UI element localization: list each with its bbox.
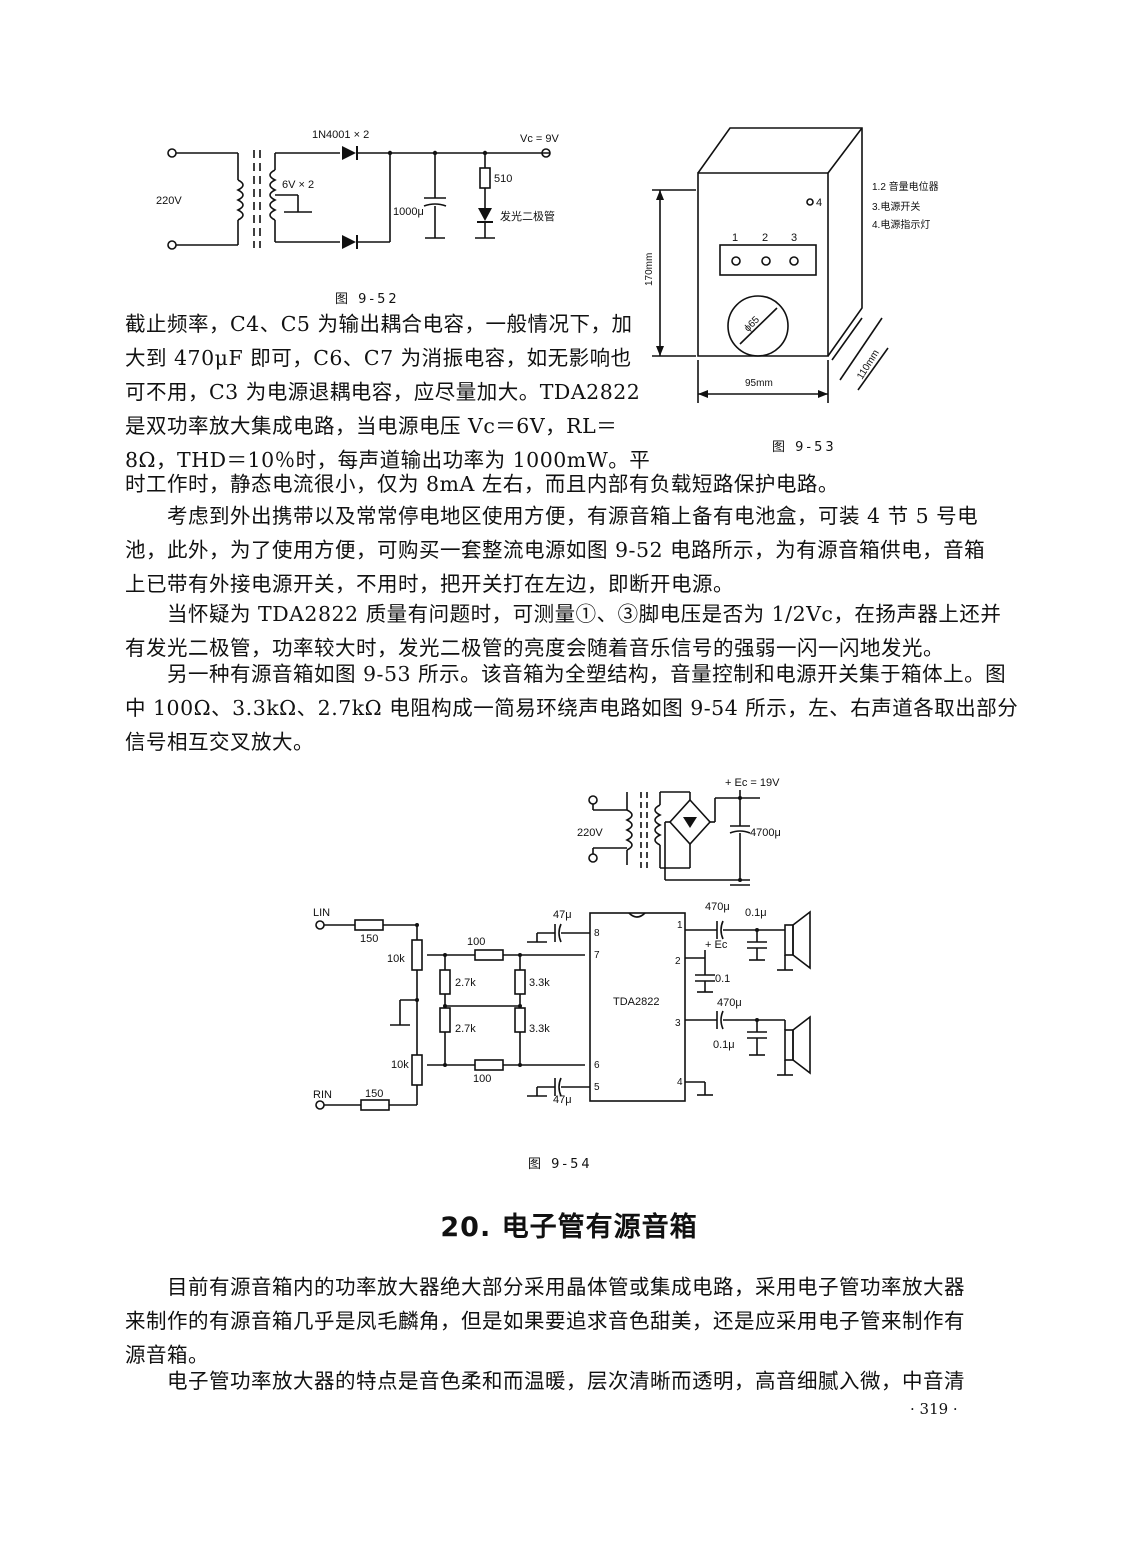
fig53-legend-1: 1.2 音量电位器 [872,180,939,193]
text-line: 是双功率放大集成电路，当电源电压 Vc＝6V，RL＝ [125,414,618,438]
fig53-width-label: 95mm [745,378,773,389]
fig54-filter-cap-label: 4700μ [750,827,781,839]
fig54-c47-bottom: 47μ [553,1094,572,1106]
fig54-chip-label: TDA2822 [613,996,659,1008]
fig54-pin-7: 7 [594,950,600,961]
text-line: 考虑到外出携带以及常常停电地区使用方便，有源音箱上备有电池盒，可装 4 节 5 … [167,504,979,528]
fig54-r150-right: 150 [365,1088,383,1100]
fig54-pot-right: 10k [391,1059,409,1071]
fig54-c47-top: 47μ [553,909,572,921]
fig54-r27-top: 2.7k [455,977,476,989]
fig54-r150-left: 150 [360,933,378,945]
fig54-left-input-label: LIN [313,907,330,919]
fig53-knob1-number: 1 [732,232,738,244]
fig54-r27-bottom: 2.7k [455,1023,476,1035]
figure-9-52-circuit: 220V 1N4001 × 2 Vc = 9V 6V × 2 1000μ 510… [156,129,559,250]
text-line: 可不用，C3 为电源退耦电容，应尽量加大。TDA2822 [125,380,641,404]
text-line: 信号相互交叉放大。 [125,730,314,754]
fig54-r33-bottom: 3.3k [529,1023,550,1035]
figure-9-54-circuit: + Ec = 19V 220V 4700μ LIN RIN 150 150 10… [313,777,811,1111]
fig53-legend-3: 4.电源指示灯 [872,218,930,231]
fig54-pin-6: 6 [594,1060,600,1071]
fig52-capacitor-label: 1000μ [393,206,424,218]
text-line: 池，此外，为了使用方便，可购买一套整流电源如图 9-52 电路所示，为有源音箱供… [125,538,986,562]
paragraph-6: 电子管功率放大器的特点是音色柔和而温暖，层次清晰而透明，高音细腻入微，中音清 [125,1364,1005,1398]
fig52-output-label: Vc = 9V [520,133,559,145]
fig54-pin-8: 8 [594,928,600,939]
fig52-resistor-label: 510 [494,173,512,185]
fig53-indicator-number: 4 [816,197,822,209]
fig54-c470-top: 470μ [705,901,730,913]
fig54-ec-pin2: + Ec [705,939,728,951]
fig54-r33-top: 3.3k [529,977,550,989]
fig52-transformer-label: 6V × 2 [282,179,314,191]
fig53-diameter-label: ϕ65 [742,314,762,334]
text-line: 大到 470μF 即可，C6、C7 为消振电容，如无影响也 [125,346,632,370]
fig53-height-label: 170mm [644,253,655,286]
fig53-legend-2: 3.电源开关 [872,200,920,213]
page-number: · 319 · [910,1400,958,1418]
fig54-r100-top: 100 [467,936,485,948]
paragraph-1-last-line: 时工作时，静态电流很小，仅为 8mA 左右，而且内部有负载短路保护电路。 [125,467,1005,501]
text-line: 上已带有外接电源开关，不用时，把开关打在左边，即断开电源。 [125,572,734,596]
paragraph-3: 当怀疑为 TDA2822 质量有问题时，可测量①、③脚电压是否为 1/2Vc，在… [125,597,1005,665]
figure-9-53-cabinet: 170mm 95mm 110mm ϕ65 1 2 3 4 1.2 音量电位器 3… [644,127,939,403]
figure-9-54-caption: 图 9-54 [528,1157,593,1172]
fig53-knob2-number: 2 [762,232,768,244]
fig54-supply-label: + Ec = 19V [725,777,780,789]
paragraph-5: 目前有源音箱内的功率放大器绝大部分采用晶体管或集成电路，采用电子管功率放大器 来… [125,1270,1005,1372]
text-line: 时工作时，静态电流很小，仅为 8mA 左右，而且内部有负载短路保护电路。 [125,472,839,496]
figure-9-52-caption: 图 9-52 [335,292,400,307]
fig52-led-label: 发光二极管 [500,209,555,223]
text-line: 电子管功率放大器的特点是音色柔和而温暖，层次清晰而透明，高音细腻入微，中音清 [167,1369,965,1393]
fig54-pin-5: 5 [594,1082,600,1093]
paragraph-4: 另一种有源音箱如图 9-53 所示。该音箱为全塑结构，音量控制和电源开关集于箱体… [125,657,1019,759]
fig53-knob3-number: 3 [791,232,797,244]
text-line: 8Ω，THD＝10％时，每声道输出功率为 1000mW。平 [125,448,651,472]
text-line: 另一种有源音箱如图 9-53 所示。该音箱为全塑结构，音量控制和电源开关集于箱体… [167,662,1007,686]
fig52-diode-label: 1N4001 × 2 [312,129,369,141]
fig54-pin-3: 3 [675,1018,681,1029]
fig54-pin-1: 1 [677,920,683,931]
fig54-c01-bottom: 0.1μ [713,1039,735,1051]
figure-9-53-caption: 图 9-53 [772,440,837,455]
text-line: 有发光二极管，功率较大时，发光二极管的亮度会随着音乐信号的强弱一闪一闪地发光。 [125,636,944,660]
fig54-r100-bottom: 100 [473,1073,491,1085]
text-line: 当怀疑为 TDA2822 质量有问题时，可测量①、③脚电压是否为 1/2Vc，在… [167,602,1002,626]
paragraph-2: 考虑到外出携带以及常常停电地区使用方便，有源音箱上备有电池盒，可装 4 节 5 … [125,499,1005,601]
paragraph-1: 截止频率，C4、C5 为输出耦合电容，一般情况下，加 大到 470μF 即可，C… [125,307,651,477]
fig54-c470-bottom: 470μ [717,997,742,1009]
text-line: 中 100Ω、3.3kΩ、2.7kΩ 电阻构成一简易环绕声电路如图 9-54 所… [125,696,1019,720]
fig52-input-label: 220V [156,195,182,207]
text-line: 目前有源音箱内的功率放大器绝大部分采用晶体管或集成电路，采用电子管功率放大器 [167,1275,965,1299]
fig54-pin-2: 2 [675,956,681,967]
fig54-pot-left: 10k [387,953,405,965]
fig54-right-input-label: RIN [313,1089,332,1101]
text-line: 截止频率，C4、C5 为输出耦合电容，一般情况下，加 [125,312,633,336]
text-line: 来制作的有源音箱几乎是凤毛麟角，但是如果要追求音色甜美，还是应采用电子管来制作有 [125,1309,965,1333]
fig54-c01-pin2: 0.1 [715,973,730,985]
fig54-pin-4: 4 [677,1077,683,1088]
text-line: 源音箱。 [125,1343,209,1367]
fig54-input-voltage-label: 220V [577,827,603,839]
section-heading: 20. 电子管有源音箱 [440,1212,698,1243]
fig54-c01-top: 0.1μ [745,907,767,919]
